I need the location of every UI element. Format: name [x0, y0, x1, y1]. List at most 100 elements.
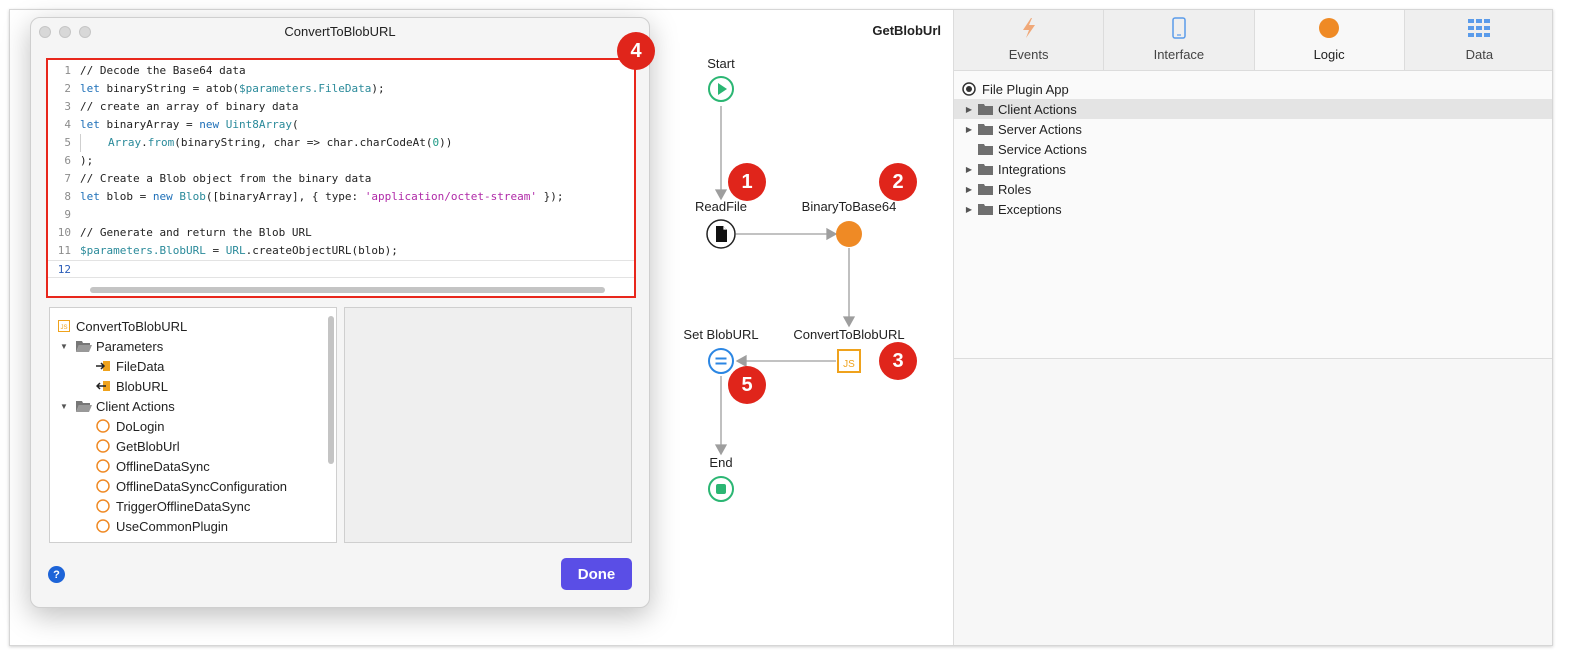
end-node[interactable] — [707, 475, 735, 508]
tree-item-label: Server Actions — [998, 121, 1082, 137]
tab-events[interactable]: Events — [954, 10, 1105, 70]
parameter-label: FileData — [116, 358, 165, 374]
code-line-5: Array.from(binaryString, char => char.ch… — [108, 136, 453, 149]
zoom-window-button[interactable] — [79, 26, 91, 38]
done-button[interactable]: Done — [561, 558, 632, 590]
collapse-arrow-icon[interactable]: ▼ — [60, 341, 68, 351]
tree-item-exceptions[interactable]: ▶ Exceptions — [954, 199, 1552, 219]
stop-icon — [708, 476, 734, 502]
output-parameter-icon — [96, 381, 110, 391]
folder-icon — [978, 204, 993, 215]
setbloburl-label: Set BlobURL — [683, 327, 759, 342]
code-line[interactable]: 6); — [64, 154, 94, 167]
action-circle-icon — [96, 459, 110, 473]
binarytobase64-node[interactable] — [835, 220, 863, 253]
app-icon — [962, 82, 976, 96]
tree-root[interactable]: File Plugin App — [954, 79, 1552, 99]
orange-circle-icon — [1318, 15, 1340, 41]
input-parameter-icon — [96, 361, 110, 371]
tree-item-integrations[interactable]: ▶ Integrations — [954, 159, 1552, 179]
code-line[interactable]: 3// create an array of binary data — [64, 100, 299, 113]
flow-connectors — [714, 106, 856, 456]
client-action-item[interactable]: GetBlobUrl — [50, 436, 336, 456]
properties-area — [954, 359, 1552, 645]
action-circle-icon — [96, 439, 110, 453]
tab-interface[interactable]: Interface — [1104, 10, 1255, 70]
converttobloburl-node[interactable]: JS — [837, 349, 861, 378]
client-action-label: OfflineDataSync — [116, 458, 210, 474]
client-action-item[interactable]: OfflineDataSyncConfiguration — [50, 476, 336, 496]
code-line[interactable]: 7// Create a Blob object from the binary… — [64, 172, 372, 185]
phone-icon — [1172, 15, 1186, 41]
close-window-button[interactable] — [39, 26, 51, 38]
flow-canvas[interactable]: GetBlobUrl Start ReadFile — [10, 10, 953, 645]
code-line-8: let blob = new Blob([binaryArray], { typ… — [80, 190, 564, 203]
vertical-scrollbar[interactable] — [328, 316, 334, 464]
scope-tree-root-label: ConvertToBlobURL — [76, 318, 188, 334]
parameter-bloburl[interactable]: BlobURL — [50, 376, 336, 396]
code-line[interactable]: 9 — [64, 208, 71, 221]
folder-icon — [978, 184, 993, 195]
setbloburl-node[interactable] — [707, 347, 735, 380]
tab-interface-label: Interface — [1153, 47, 1205, 62]
client-action-item[interactable]: OfflineDataSync — [50, 456, 336, 476]
code-line[interactable]: 10// Generate and return the Blob URL — [57, 226, 312, 239]
expand-arrow-icon[interactable]: ▶ — [965, 204, 973, 214]
orange-circle-icon — [836, 221, 862, 247]
client-action-item[interactable]: UseCommonPlugin — [50, 516, 336, 536]
folder-icon — [978, 104, 993, 115]
lightning-icon — [1021, 15, 1037, 41]
expand-arrow-icon[interactable]: ▶ — [965, 104, 973, 114]
tab-data-label: Data — [1465, 47, 1494, 62]
scope-tree-parameters[interactable]: ▼ Parameters — [50, 336, 336, 356]
tree-root-label: File Plugin App — [982, 81, 1069, 97]
readfile-node[interactable] — [706, 219, 736, 254]
dialog-titlebar: ConvertToBlobURL — [31, 18, 649, 46]
expand-arrow-icon[interactable]: ▶ — [965, 124, 973, 134]
tab-logic-label: Logic — [1313, 47, 1345, 62]
scope-tree-root[interactable]: JS ConvertToBlobURL — [50, 316, 336, 336]
tab-data[interactable]: Data — [1404, 10, 1552, 70]
expand-arrow-icon[interactable]: ▶ — [965, 164, 973, 174]
svg-text:JS: JS — [843, 359, 855, 370]
parameter-filedata[interactable]: FileData — [50, 356, 336, 376]
code-line[interactable]: 11$parameters.BlobURL = URL.createObject… — [57, 244, 398, 257]
action-title: GetBlobUrl — [872, 23, 941, 38]
tab-logic[interactable]: Logic — [1254, 10, 1405, 70]
code-line-current[interactable]: 12 — [48, 260, 634, 278]
tree-item-label: Integrations — [998, 161, 1066, 177]
tree-item-client-actions[interactable]: ▶ Client Actions — [954, 99, 1552, 119]
tree-item-server-actions[interactable]: ▶ Server Actions — [954, 119, 1552, 139]
right-panel: Events Interface Logic — [953, 10, 1552, 645]
tree-item-label: Roles — [998, 181, 1032, 197]
js-icon: JS — [58, 320, 70, 332]
help-icon[interactable]: ? — [48, 566, 65, 583]
tree-item-label: Client Actions — [998, 101, 1077, 117]
minimize-window-button[interactable] — [59, 26, 71, 38]
folder-icon — [978, 124, 993, 135]
scope-tree-client-actions[interactable]: ▼ Client Actions — [50, 396, 336, 416]
action-circle-icon — [96, 419, 110, 433]
folder-icon — [978, 164, 993, 175]
code-line[interactable]: 1// Decode the Base64 data — [64, 64, 246, 77]
action-circle-icon — [96, 519, 110, 533]
expand-arrow-icon[interactable]: ▶ — [965, 184, 973, 194]
start-node[interactable] — [707, 75, 735, 108]
client-action-item[interactable]: DoLogin — [50, 416, 336, 436]
horizontal-scrollbar[interactable] — [90, 287, 605, 293]
grid-icon — [1468, 15, 1491, 41]
tree-item-service-actions[interactable]: Service Actions — [954, 139, 1552, 159]
binarytobase64-label: BinaryToBase64 — [801, 199, 897, 214]
open-folder-icon — [76, 401, 92, 412]
code-line-2: let binaryString = atob($parameters.File… — [80, 82, 385, 95]
start-label: Start — [707, 56, 735, 71]
collapse-arrow-icon[interactable]: ▼ — [60, 401, 68, 411]
step-badge-1: 1 — [728, 163, 766, 201]
client-action-item[interactable]: TriggerOfflineDataSync — [50, 496, 336, 516]
tree-item-roles[interactable]: ▶ Roles — [954, 179, 1552, 199]
